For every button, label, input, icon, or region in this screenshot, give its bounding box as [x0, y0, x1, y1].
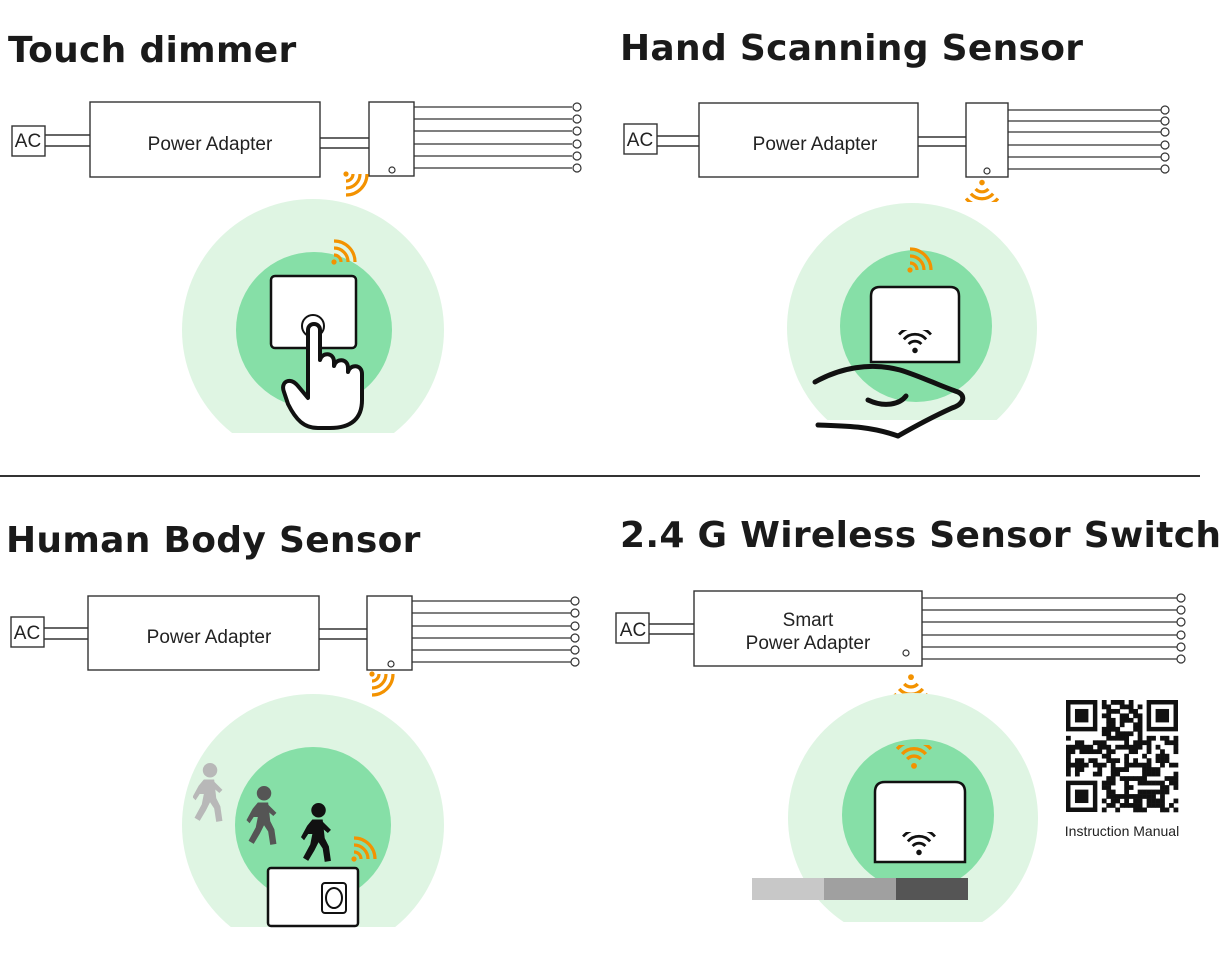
touch-dimmer-diagram: Power Adapter AC: [11, 101, 582, 433]
finger-press-icon: [281, 322, 364, 430]
title-hand-scanning: Hand Scanning Sensor: [620, 28, 1084, 69]
qr-caption: Instruction Manual: [1065, 823, 1179, 839]
ac-label-body: AC: [14, 623, 40, 644]
ac-label-touch: AC: [15, 131, 41, 152]
adapter-label-touch: Power Adapter: [148, 134, 273, 155]
title-touch-dimmer: Touch dimmer: [8, 30, 297, 71]
title-wireless-switch: 2.4 G Wireless Sensor Switch: [620, 515, 1221, 556]
adapter-label-hand: Power Adapter: [753, 134, 878, 155]
hand-scanning-diagram: Power Adapter AC: [623, 102, 1170, 439]
ac-label-wireless: AC: [620, 620, 646, 641]
wireless-switch-diagram: Smart Power Adapter AC Instruction Manua…: [615, 590, 1186, 922]
adapter-label-wireless-1: Smart: [783, 610, 834, 631]
human-body-diagram: Power Adapter AC: [10, 595, 580, 928]
qr-code-icon: [1066, 700, 1179, 813]
ac-label-hand: AC: [627, 130, 653, 151]
adapter-label-body: Power Adapter: [147, 627, 272, 648]
adapter-label-wireless-2: Power Adapter: [746, 633, 871, 654]
title-human-body: Human Body Sensor: [6, 520, 421, 561]
hand-icon: [812, 363, 966, 439]
section-divider: [0, 475, 1200, 477]
